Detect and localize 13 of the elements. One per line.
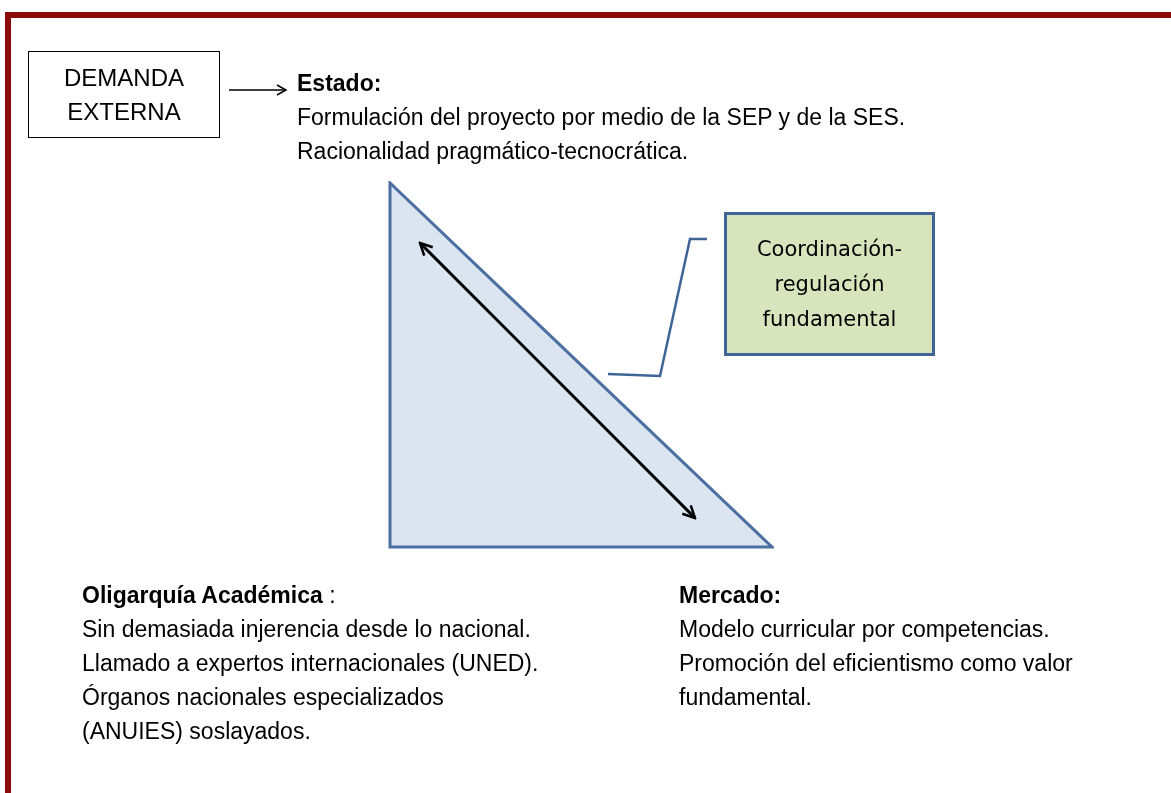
description-text: Racionalidad pragmático-tecnocrática.: [297, 137, 689, 166]
box-label: DEMANDA EXTERNA: [63, 62, 185, 127]
callout-label: Coordinación-regulación fundamental: [755, 235, 904, 333]
leader-line: [607, 237, 707, 378]
process-box: [28, 51, 220, 138]
callout-box: [724, 212, 935, 356]
section-heading: Mercado:: [679, 581, 783, 610]
description-text: Formulación del proyecto por medio de la SEP y de la SES.: [297, 103, 906, 132]
description-text: Sin demasiada injerencia desde lo nacional. Llamado a expertos internacionales (UNED). Órganos nacionales especializados (ANUIES) soslayados.: [82, 615, 540, 746]
arrow: [228, 84, 287, 96]
section-heading: Estado:: [297, 69, 382, 98]
description-text: Modelo curricular por competencias. Promoción del eficientismo como valor fundamental.: [679, 615, 1074, 712]
section-heading: Oligarquía Académica :: [82, 581, 337, 610]
